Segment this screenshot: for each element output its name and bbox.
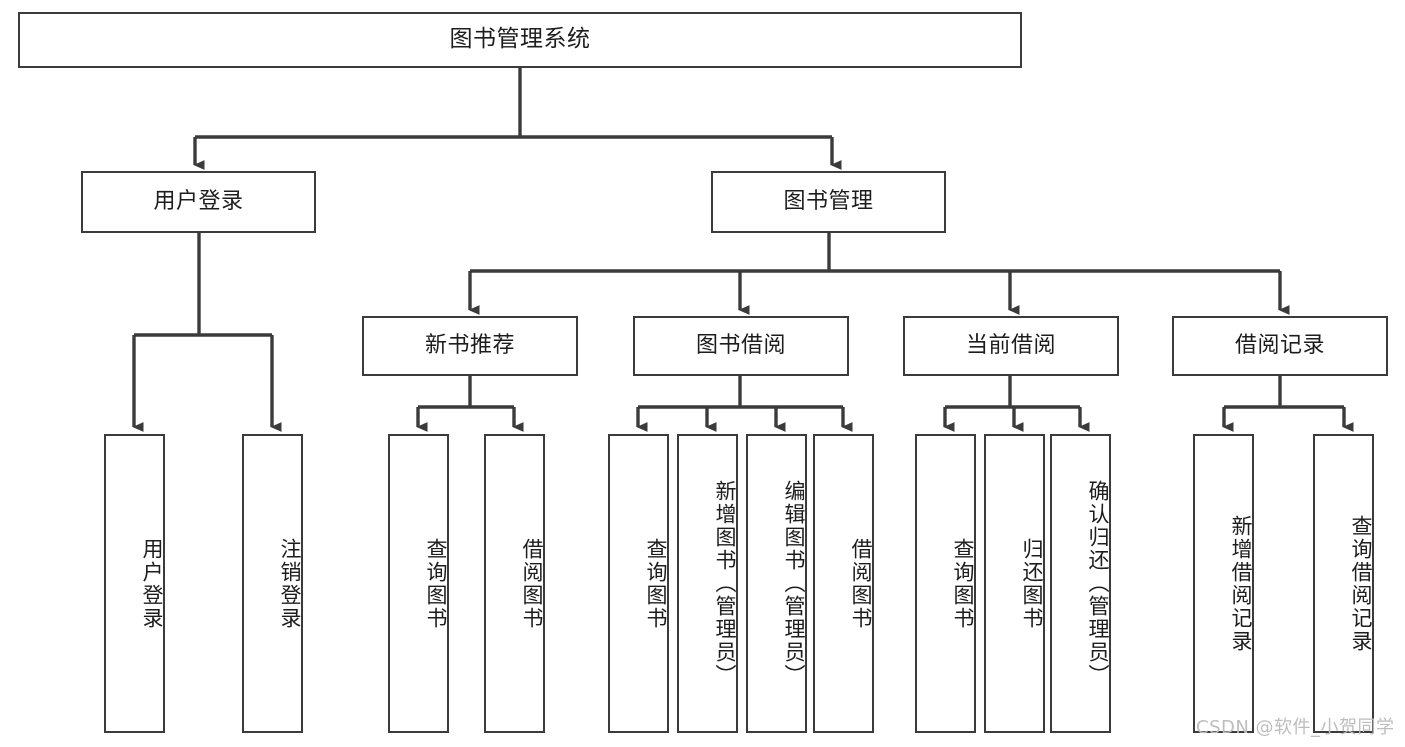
node-leaf-query-book-1-label: 查询图书 bbox=[424, 537, 448, 630]
node-book-manage-label: 图书管理 bbox=[783, 189, 874, 215]
node-book-borrow[interactable]: 图书借阅 bbox=[633, 316, 849, 376]
node-book-manage[interactable]: 图书管理 bbox=[711, 171, 946, 233]
node-leaf-return-book[interactable]: 归还图书 bbox=[984, 434, 1045, 733]
node-book-borrow-label: 图书借阅 bbox=[695, 333, 786, 359]
node-leaf-query-book-2-label: 查询图书 bbox=[644, 537, 668, 630]
node-borrow-record-label: 借阅记录 bbox=[1234, 333, 1325, 359]
node-current-borrow[interactable]: 当前借阅 bbox=[903, 316, 1119, 376]
node-leaf-user-login[interactable]: 用户登录 bbox=[104, 434, 165, 733]
node-borrow-record[interactable]: 借阅记录 bbox=[1172, 316, 1388, 376]
node-leaf-borrow-book-1-label: 借阅图书 bbox=[520, 537, 544, 630]
node-leaf-edit-book[interactable]: 编辑图书（管理员） bbox=[746, 434, 807, 733]
node-leaf-borrow-book-2-label: 借阅图书 bbox=[849, 537, 873, 630]
node-leaf-edit-book-label: 编辑图书（管理员） bbox=[782, 480, 806, 687]
node-leaf-query-record[interactable]: 查询借阅记录 bbox=[1313, 434, 1374, 733]
node-leaf-return-book-label: 归还图书 bbox=[1020, 537, 1044, 630]
node-current-borrow-label: 当前借阅 bbox=[965, 333, 1056, 359]
node-leaf-query-record-label: 查询借阅记录 bbox=[1349, 514, 1373, 653]
node-leaf-confirm-return-label: 确认归还（管理员） bbox=[1086, 480, 1110, 687]
node-leaf-add-book[interactable]: 新增图书（管理员） bbox=[677, 434, 738, 733]
node-leaf-add-record[interactable]: 新增借阅记录 bbox=[1193, 434, 1254, 733]
node-user-login[interactable]: 用户登录 bbox=[81, 171, 316, 233]
node-root-label: 图书管理系统 bbox=[449, 26, 591, 53]
node-leaf-query-book-2[interactable]: 查询图书 bbox=[608, 434, 669, 733]
node-leaf-user-login-label: 用户登录 bbox=[140, 537, 164, 630]
node-leaf-borrow-book-2[interactable]: 借阅图书 bbox=[813, 434, 874, 733]
node-leaf-add-record-label: 新增借阅记录 bbox=[1229, 514, 1253, 653]
node-leaf-borrow-book-1[interactable]: 借阅图书 bbox=[484, 434, 545, 733]
node-leaf-logout-login[interactable]: 注销登录 bbox=[242, 434, 303, 733]
node-leaf-add-book-label: 新增图书（管理员） bbox=[713, 480, 737, 687]
node-user-login-label: 用户登录 bbox=[153, 189, 244, 215]
node-leaf-query-book-3-label: 查询图书 bbox=[951, 537, 975, 630]
node-leaf-confirm-return[interactable]: 确认归还（管理员） bbox=[1050, 434, 1111, 733]
node-leaf-query-book-1[interactable]: 查询图书 bbox=[388, 434, 449, 733]
node-leaf-logout-login-label: 注销登录 bbox=[278, 537, 302, 630]
node-new-book-rec[interactable]: 新书推荐 bbox=[362, 316, 578, 376]
node-leaf-query-book-3[interactable]: 查询图书 bbox=[915, 434, 976, 733]
node-root[interactable]: 图书管理系统 bbox=[18, 12, 1022, 68]
node-new-book-rec-label: 新书推荐 bbox=[424, 333, 515, 359]
watermark: CSDN @软件_小贺同学 bbox=[1196, 717, 1395, 738]
